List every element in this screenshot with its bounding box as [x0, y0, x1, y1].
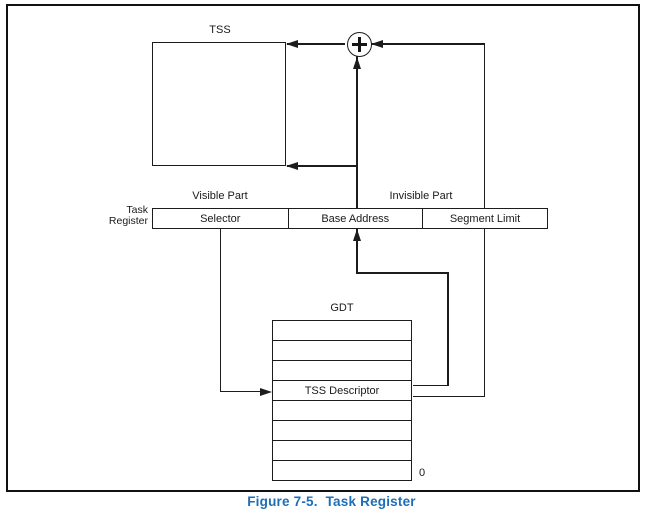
connector-descriptor-lower-right-line — [413, 395, 485, 397]
arrowhead-into-adder-right — [370, 39, 383, 48]
visible-part-label: Visible Part — [192, 190, 248, 202]
task-register-box: Selector Base Address Segment Limit — [152, 208, 548, 229]
gdt-row-tss-descriptor: TSS Descriptor — [273, 380, 411, 400]
invisible-part-label: Invisible Part — [389, 190, 453, 202]
connector-adder-to-tss-line — [287, 43, 345, 45]
arrowhead-into-tss-bottom — [286, 161, 298, 170]
gdt-row — [273, 460, 411, 480]
tss-box-label: TSS — [209, 24, 231, 36]
gdt-base-index-label: 0 — [419, 467, 426, 479]
arrowhead-into-tss-top — [286, 39, 298, 48]
task-register-label-line2: Register — [108, 214, 148, 227]
register-cell-base-address: Base Address — [287, 209, 423, 228]
connector-base-vertical-line — [356, 56, 358, 273]
gdt-row — [273, 400, 411, 420]
adder-icon — [346, 31, 372, 57]
tss-box — [152, 42, 286, 166]
task-register-label-line1: Task — [126, 204, 148, 216]
connector-descriptor-vertical-448-line — [447, 272, 449, 387]
figure-border — [6, 4, 640, 492]
task-register-label: Task Register — [82, 205, 148, 226]
connector-base-to-tss-branch-line — [287, 165, 357, 167]
gdt-row — [273, 440, 411, 460]
connector-selector-vertical-line — [219, 228, 222, 392]
arrowhead-into-adder-bottom — [353, 56, 361, 69]
gdt-row — [273, 340, 411, 360]
gdt-row — [273, 420, 411, 440]
connector-descriptor-upper-right-line — [413, 384, 449, 386]
adder-plus-horizontal-bar — [351, 42, 367, 46]
connector-selector-to-gdt-line — [219, 390, 262, 393]
register-cell-segment-limit: Segment Limit — [422, 209, 547, 228]
register-cell-selector: Selector — [200, 212, 241, 225]
gdt-label: GDT — [330, 302, 354, 314]
arrowhead-into-base-address-bottom — [353, 229, 361, 241]
connector-limit-to-adder-line — [371, 43, 485, 45]
gdt-row — [273, 321, 411, 340]
figure-caption: Figure 7-5. Task Register — [247, 494, 416, 509]
arrowhead-into-gdt-descriptor — [260, 387, 272, 396]
gdt-box: TSS Descriptor — [272, 320, 412, 481]
connector-descriptor-horizontal-273-line — [356, 272, 449, 274]
gdt-row — [273, 360, 411, 380]
